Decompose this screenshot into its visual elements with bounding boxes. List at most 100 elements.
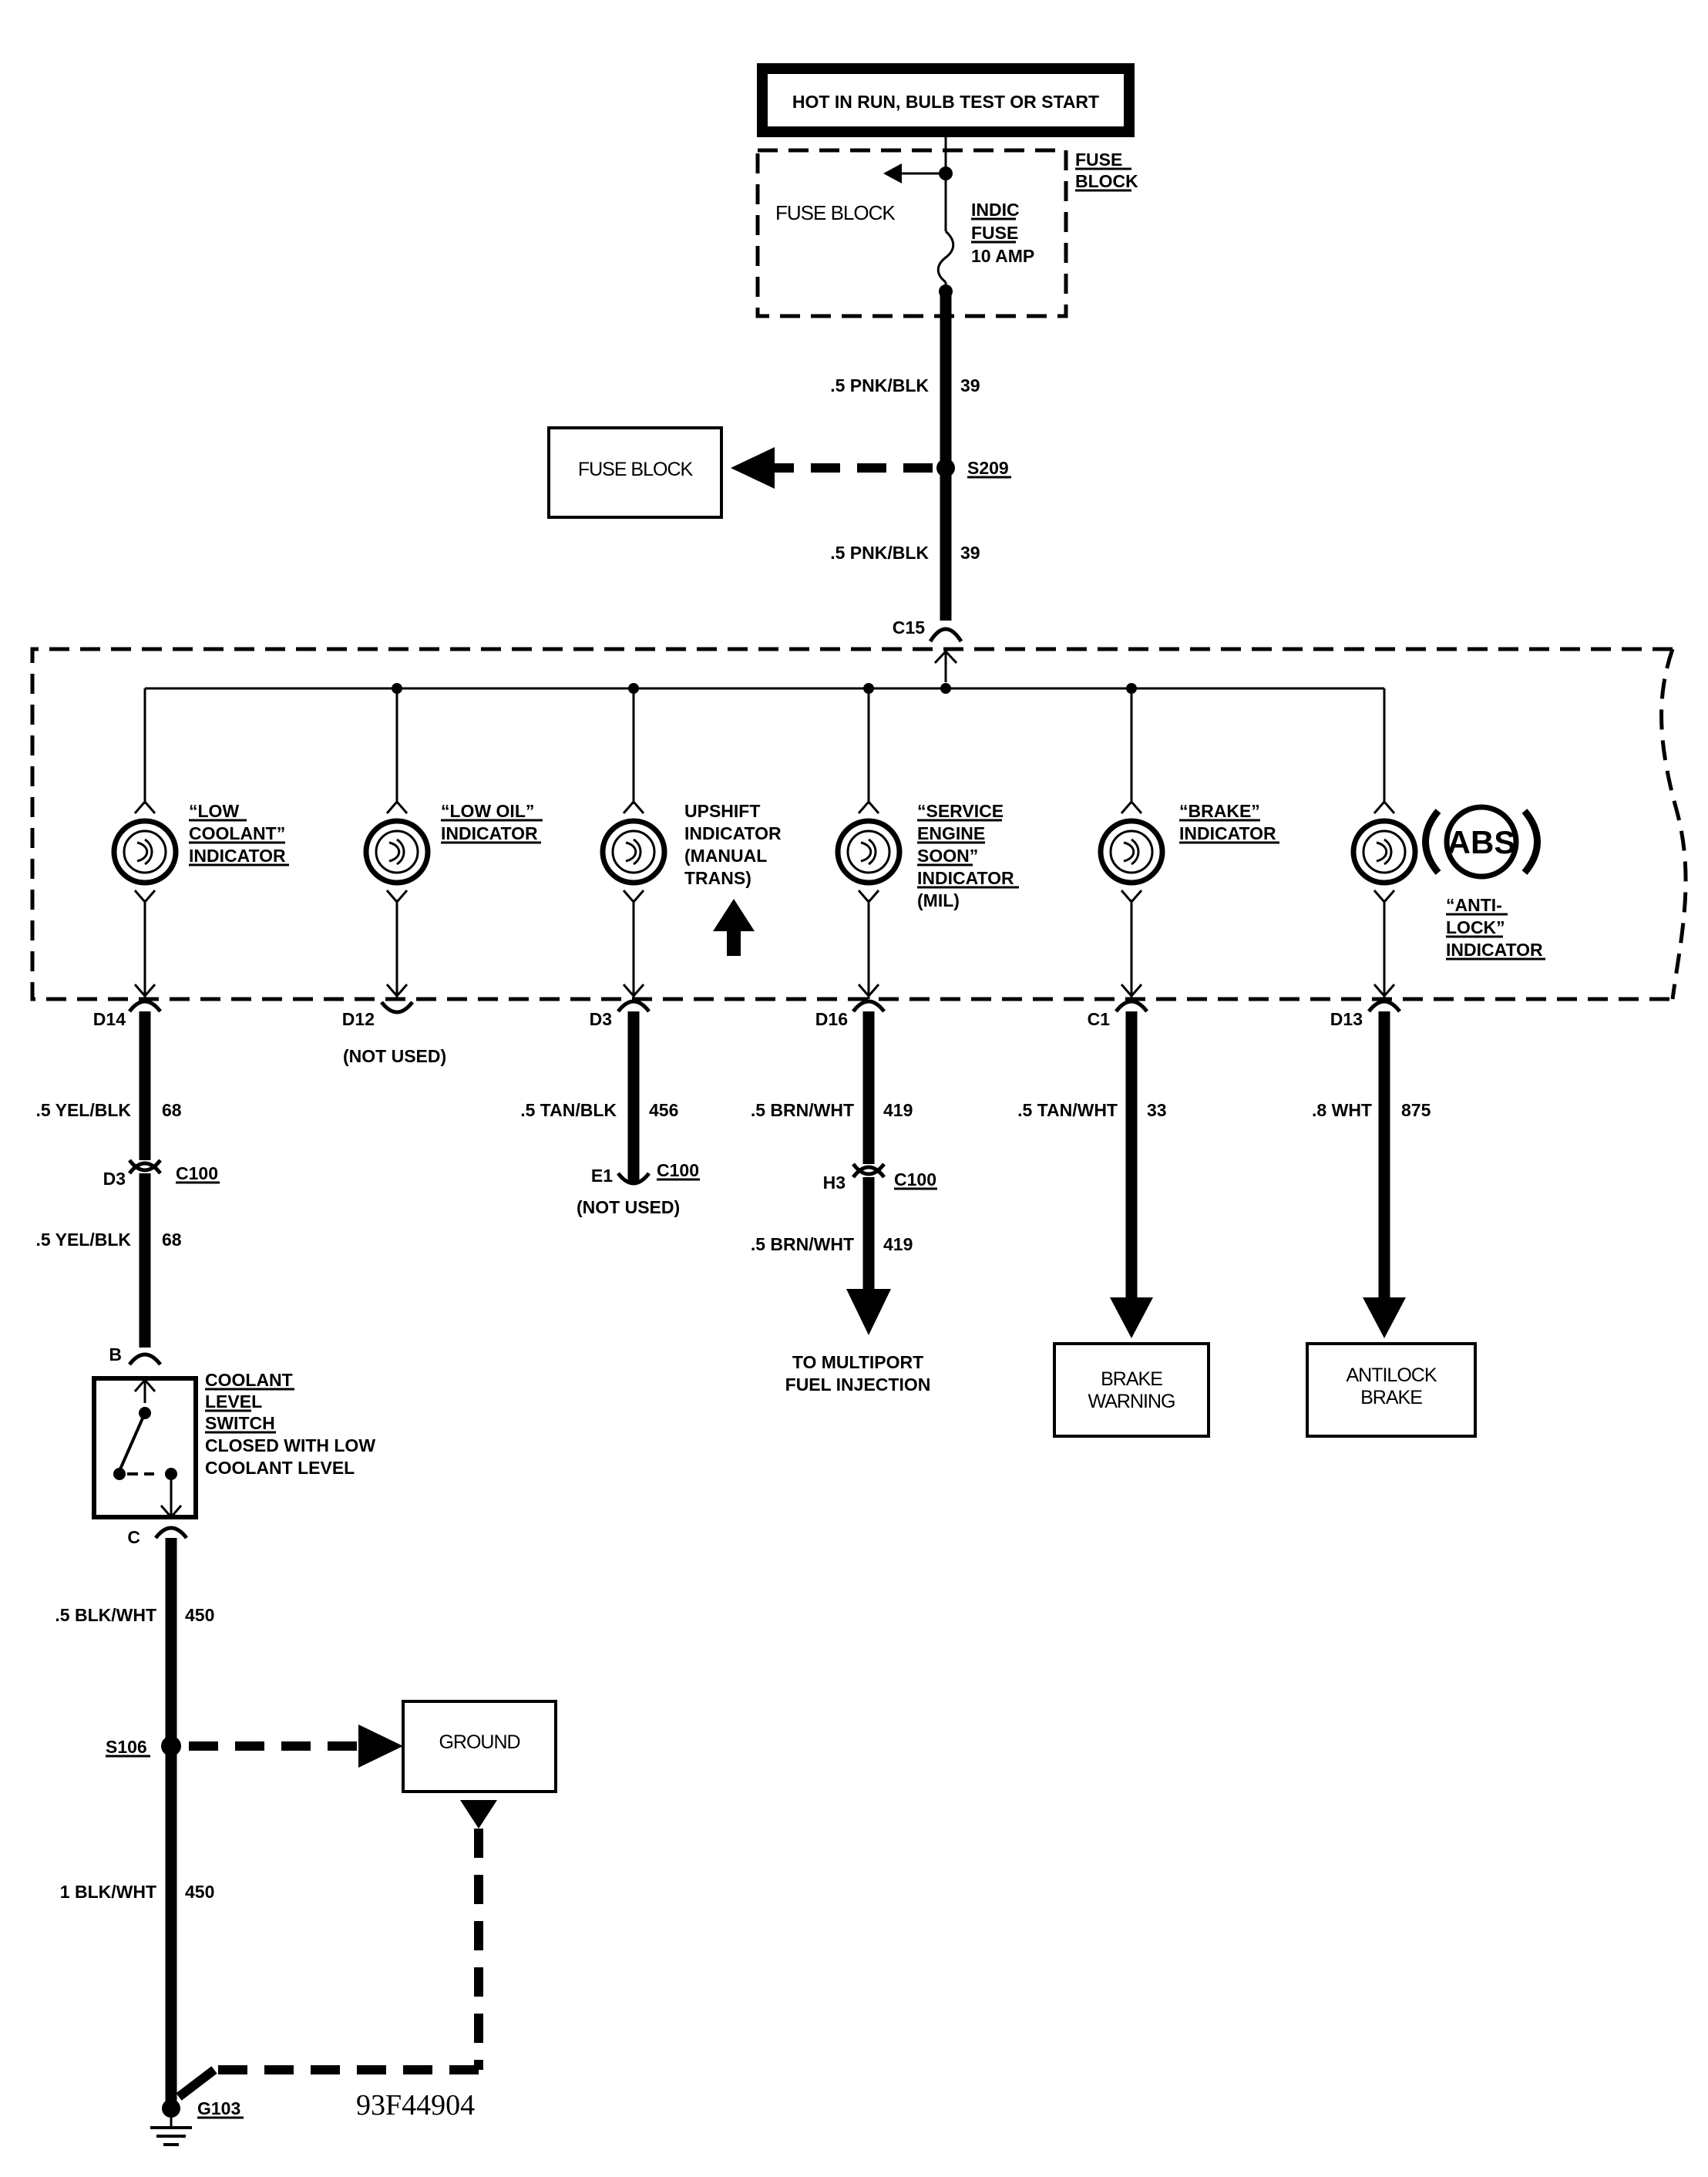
wire-39-label-a: .5 PNK/BLK <box>830 375 929 395</box>
mfi-label-2: FUEL INJECTION <box>785 1375 931 1395</box>
c100-e1-note: (NOT USED) <box>577 1197 680 1217</box>
wire-68-label-b: .5 YEL/BLK <box>35 1230 131 1250</box>
pin-d3: D3 <box>590 1009 612 1029</box>
fuse-label-1: INDIC <box>971 200 1020 220</box>
label-service-engine: “SERVICE ENGINE SOON” INDICATOR (MIL) <box>917 801 1019 910</box>
label-low-coolant: “LOW COOLANT” INDICATOR <box>189 801 289 866</box>
svg-text:INDICATOR: INDICATOR <box>441 823 538 843</box>
switch-pin-b: B <box>109 1344 122 1364</box>
fuse-symbol <box>936 230 955 284</box>
wire-456-circuit: 456 <box>649 1100 678 1120</box>
bulb-service-engine <box>835 688 903 999</box>
svg-text:COOLANT”: COOLANT” <box>189 823 285 843</box>
brake-warning-box <box>1053 1342 1210 1438</box>
svg-text:(MANUAL: (MANUAL <box>684 846 767 866</box>
upshift-arrow-icon <box>713 899 755 956</box>
label-brake: “BRAKE” INDICATOR <box>1179 801 1279 844</box>
pin-d16: D16 <box>815 1009 848 1029</box>
switch-pin-c: C <box>127 1527 140 1547</box>
ground-branch-arrow <box>358 1724 403 1768</box>
c100-label-2: C100 <box>657 1160 699 1180</box>
wire-68-circuit-b: 68 <box>162 1230 182 1250</box>
pin-d12: D12 <box>342 1009 375 1029</box>
wire-456-label: .5 TAN/BLK <box>520 1100 617 1120</box>
bulb-low-coolant <box>111 688 179 999</box>
antilock-brake-arrow <box>1363 1297 1406 1338</box>
wire-875-circuit: 875 <box>1401 1100 1431 1120</box>
ground-g103-label: G103 <box>197 2098 240 2118</box>
connector-c15-label: C15 <box>893 617 925 638</box>
mfi-arrow <box>846 1289 891 1335</box>
c100-d3-pin: D3 <box>103 1169 126 1189</box>
svg-text:ENGINE: ENGINE <box>917 823 985 843</box>
svg-text:“SERVICE: “SERVICE <box>917 801 1004 821</box>
c100-label-3: C100 <box>894 1169 936 1189</box>
svg-text:COOLANT: COOLANT <box>205 1370 293 1390</box>
wire-419-label-b: .5 BRN/WHT <box>751 1234 854 1254</box>
pin-c1: C1 <box>1088 1009 1111 1029</box>
svg-text:CLOSED WITH LOW: CLOSED WITH LOW <box>205 1435 375 1455</box>
brake-warning-label-2: WARNING <box>1088 1391 1175 1412</box>
mfi-label-1: TO MULTIPORT <box>792 1352 923 1372</box>
c100-d3-connector <box>128 1161 162 1175</box>
svg-text:LOCK”: LOCK” <box>1446 917 1505 937</box>
svg-text:LEVEL: LEVEL <box>205 1391 262 1412</box>
pin-d12-note: (NOT USED) <box>343 1046 446 1066</box>
antilock-brake-box <box>1306 1342 1477 1438</box>
bulb-anti-lock <box>1350 688 1418 999</box>
splice-s209 <box>936 459 955 477</box>
label-upshift: UPSHIFT INDICATOR (MANUAL TRANS) <box>684 801 782 888</box>
wire-450-label-b: 1 BLK/WHT <box>60 1882 156 1902</box>
c100-label-1: C100 <box>176 1163 218 1183</box>
svg-text:INDICATOR: INDICATOR <box>684 823 782 843</box>
brake-warning-arrow <box>1110 1297 1153 1338</box>
power-source-label: HOT IN RUN, BULB TEST OR START <box>792 92 1099 112</box>
splice-s106-label: S106 <box>106 1737 147 1757</box>
svg-text:INDICATOR: INDICATOR <box>1179 823 1276 843</box>
abs-symbol-text: ABS <box>1447 824 1516 860</box>
bulb-upshift <box>600 688 667 999</box>
wire-39-label-b: .5 PNK/BLK <box>830 543 929 563</box>
ground-box-label: GROUND <box>439 1731 519 1753</box>
pin-d13: D13 <box>1330 1009 1363 1029</box>
wire-39-circuit-a: 39 <box>960 375 980 395</box>
fuse-block-box <box>547 426 723 519</box>
connector-c15 <box>928 627 963 643</box>
pin-d14: D14 <box>93 1009 126 1029</box>
splice-s106 <box>161 1736 181 1756</box>
antilock-brake-label-2: BRAKE <box>1360 1387 1422 1408</box>
fuse-label-3: 10 AMP <box>971 246 1034 266</box>
wire-419-circuit-a: 419 <box>883 1100 913 1120</box>
svg-text:COOLANT LEVEL: COOLANT LEVEL <box>205 1458 355 1478</box>
svg-text:SWITCH: SWITCH <box>205 1413 275 1433</box>
ground-box <box>402 1700 557 1793</box>
c100-e1-pin: E1 <box>591 1166 613 1186</box>
fuse-block-inner-label: FUSE BLOCK <box>775 201 896 224</box>
svg-text:INDICATOR: INDICATOR <box>1446 940 1543 960</box>
wire-68-label-a: .5 YEL/BLK <box>35 1100 131 1120</box>
svg-text:INDICATOR: INDICATOR <box>189 846 286 866</box>
c100-h3-pin: H3 <box>823 1173 846 1193</box>
svg-text:UPSHIFT: UPSHIFT <box>684 801 760 821</box>
wire-39-circuit-b: 39 <box>960 543 980 563</box>
wire-450-label-a: .5 BLK/WHT <box>55 1605 156 1625</box>
wire-68-circuit-a: 68 <box>162 1100 182 1120</box>
fuse-label-2: FUSE <box>971 223 1018 243</box>
brake-warning-label-1: BRAKE <box>1101 1368 1162 1390</box>
wire-450-circuit-b: 450 <box>185 1882 214 1902</box>
wire-419-label-a: .5 BRN/WHT <box>751 1100 854 1120</box>
svg-text:“ANTI-: “ANTI- <box>1446 895 1502 915</box>
svg-text:“BRAKE”: “BRAKE” <box>1179 801 1260 821</box>
svg-text:INDICATOR: INDICATOR <box>917 868 1014 888</box>
ground-return-arrow <box>460 1800 497 1829</box>
svg-text:“LOW: “LOW <box>189 801 239 821</box>
bulb-low-oil <box>363 688 431 999</box>
switch-label: COOLANT LEVEL SWITCH CLOSED WITH LOW COO… <box>205 1370 375 1478</box>
wire-875-label: .8 WHT <box>1312 1100 1372 1120</box>
splice-s209-label: S209 <box>967 458 1009 478</box>
figure-code: 93F44904 <box>356 2089 475 2121</box>
fuse-block-ref-1: FUSE <box>1075 150 1122 170</box>
abs-symbol: ABS <box>1422 804 1541 880</box>
